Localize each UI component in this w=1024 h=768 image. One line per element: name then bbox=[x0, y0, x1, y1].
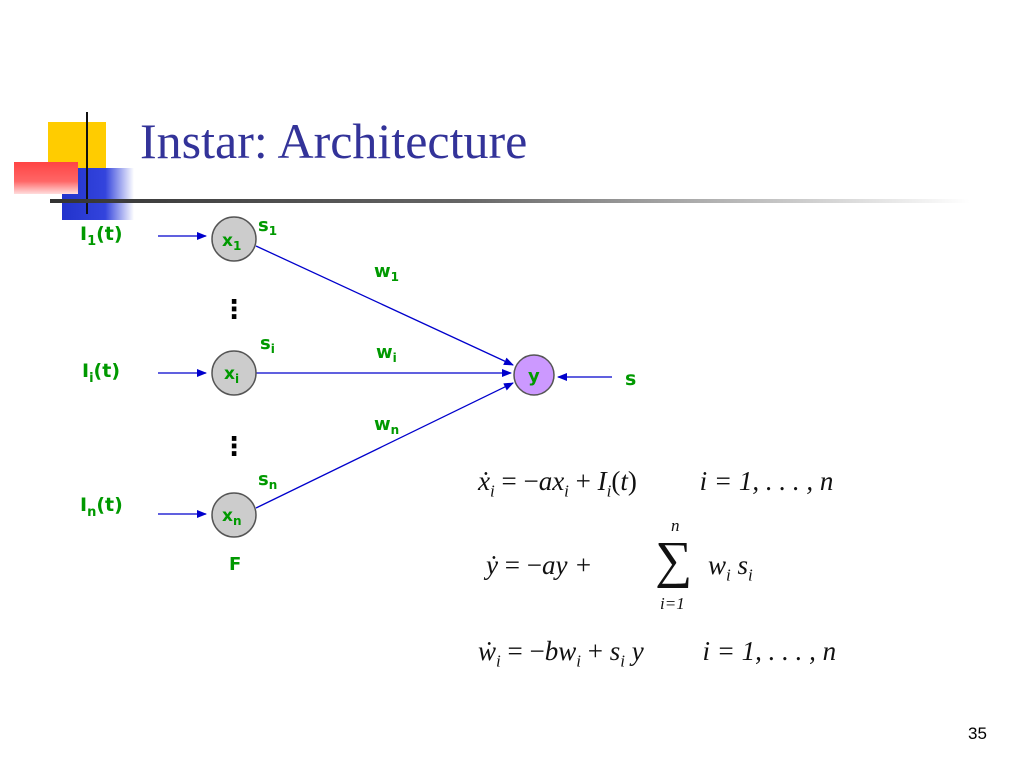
input-node-n bbox=[211, 492, 257, 538]
w-dot-symbol: ẇi bbox=[478, 636, 501, 671]
equation-w-dot: ẇi = −bwi + si y i = 1, . . . , n bbox=[478, 636, 837, 671]
eq3-range: i = 1, . . . , n bbox=[702, 636, 837, 666]
equation-y-dot: ẏ = −ay + bbox=[486, 550, 592, 581]
eq1-op: = − bbox=[501, 466, 539, 496]
eq3-plus: + bbox=[580, 636, 610, 666]
sum-body-w: w bbox=[708, 550, 727, 580]
ellipsis-upper: ⋮ bbox=[221, 295, 247, 325]
eq2-term-a: ay + bbox=[541, 550, 593, 580]
title-divider bbox=[50, 199, 970, 203]
layer-label: F bbox=[229, 554, 241, 575]
eq3-product-term: si y bbox=[609, 636, 644, 671]
sum-symbol: ∑ bbox=[655, 532, 693, 589]
node-label-n: xn bbox=[222, 506, 242, 528]
connection-1 bbox=[255, 245, 514, 366]
decor-vertical-line bbox=[86, 112, 88, 214]
weight-label-n: wn bbox=[374, 414, 399, 437]
node-label-i: xi bbox=[224, 364, 239, 386]
input-label-i: Ii(t) bbox=[82, 360, 120, 386]
eq2-op: = − bbox=[504, 550, 542, 580]
input-label-n: In(t) bbox=[80, 494, 123, 520]
equation-x-dot: ẋi = −axi + Ii(t) i = 1, . . . , n bbox=[478, 466, 834, 501]
page-title: Instar: Architecture bbox=[140, 113, 528, 169]
input-label-1: I1(t) bbox=[80, 223, 123, 249]
sum-upper-limit: n bbox=[671, 516, 680, 535]
ellipsis-lower: ⋮ bbox=[221, 432, 247, 462]
eq3-op: = − bbox=[507, 636, 545, 666]
weight-label-1: w1 bbox=[374, 261, 399, 284]
eq1-input-term: Ii(t) bbox=[597, 466, 637, 501]
y-dot-symbol: ẏ bbox=[486, 550, 498, 580]
weight-label-i: wi bbox=[376, 342, 397, 365]
output-node bbox=[513, 354, 555, 396]
slide-number: 35 bbox=[968, 724, 987, 743]
eq1-term-a: ax bbox=[538, 466, 565, 496]
eq3-term-a: bw bbox=[544, 636, 577, 666]
sum-lower-limit: i=1 bbox=[660, 594, 685, 613]
sum-body: wi si bbox=[708, 550, 753, 585]
x-dot-symbol: ẋi bbox=[478, 466, 495, 501]
node-label-1: x1 bbox=[222, 231, 241, 253]
external-signal-label: s bbox=[625, 368, 636, 390]
output-node-label: y bbox=[528, 366, 540, 387]
eq1-plus: + bbox=[568, 466, 598, 496]
input-node-1 bbox=[211, 216, 257, 262]
connection-n bbox=[255, 382, 514, 509]
signal-label-n: sn bbox=[258, 469, 277, 492]
signal-label-i: si bbox=[260, 333, 275, 356]
input-node-i bbox=[211, 350, 257, 396]
decor-red-block bbox=[14, 162, 78, 194]
eq1-range: i = 1, . . . , n bbox=[699, 466, 834, 496]
signal-label-1: s1 bbox=[258, 215, 277, 238]
